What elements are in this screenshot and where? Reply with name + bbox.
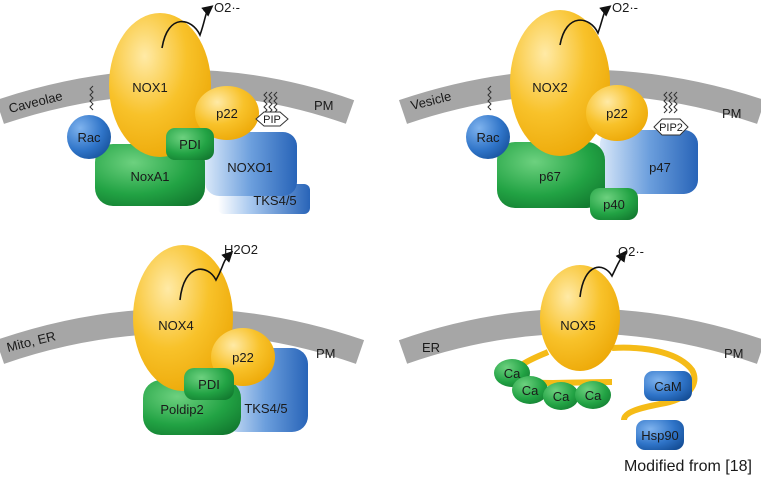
pdi-shape (184, 368, 234, 400)
ca-shape (543, 382, 579, 410)
ca-shape (575, 381, 611, 409)
lipid-anchor (89, 85, 94, 111)
product-label: O2·- (612, 0, 638, 15)
noxo1-shape (205, 132, 297, 196)
product-label: O2·- (618, 244, 644, 259)
ca-label: Ca (504, 366, 521, 381)
lipid-anchor (673, 91, 678, 114)
lipid-anchor (268, 91, 273, 114)
panel-nox4: Mito, ER PM TKS4/5 Poldip2 NOX4 p22 PDI … (0, 242, 365, 435)
membrane-label-right: PM (316, 346, 336, 361)
lipid-anchor (663, 91, 668, 114)
cam-label: CaM (654, 379, 681, 394)
p47-shape (600, 130, 698, 194)
nox5-label: NOX5 (560, 318, 595, 333)
nox2-enzyme-shape (510, 10, 610, 156)
product-label: O2·- (214, 0, 240, 15)
p40-shape (590, 188, 638, 220)
noxo1-label: NOXO1 (227, 160, 273, 175)
pip2-label: PIP2 (659, 122, 683, 134)
nox1-label: NOX1 (132, 80, 167, 95)
pdi-label: PDI (179, 137, 201, 152)
ca-label: Ca (522, 383, 539, 398)
rac-shape (466, 115, 510, 159)
hsp90-label: Hsp90 (641, 428, 679, 443)
membrane-label-right: PM (724, 346, 744, 361)
credit-text: Modified from [18] (624, 458, 752, 475)
p22-shape (195, 86, 259, 140)
rac-label: Rac (476, 130, 500, 145)
nox5-enzyme-shape (540, 265, 620, 371)
panel-nox1: Caveolae PM NoxA1 TKS4/5 NOXO1 NOX1 p22 … (0, 0, 355, 214)
nox4-enzyme-shape (133, 245, 233, 391)
hsp90-shape (636, 420, 684, 450)
p22-shape (586, 85, 648, 141)
membrane-label-left: ER (422, 340, 440, 355)
ca-shape (512, 376, 548, 404)
membrane-label-right: PM (314, 98, 334, 113)
product-arrow (559, 5, 612, 46)
p67-shape (497, 142, 605, 208)
membrane-label-right: PM (722, 106, 742, 121)
poldip2-label: Poldip2 (160, 402, 203, 417)
product-arrow (161, 5, 214, 49)
p22-label: p22 (232, 350, 254, 365)
nox5-c-tail (611, 344, 698, 421)
lipid-anchor (263, 91, 268, 114)
lipid-anchor (487, 85, 492, 111)
pip2-hexagon (653, 118, 689, 136)
pip-hexagon (255, 111, 289, 127)
cam-shape (644, 371, 692, 401)
product-arrow (179, 250, 234, 301)
ca-label: Ca (585, 388, 602, 403)
rac-label: Rac (77, 130, 101, 145)
p22-label: p22 (606, 106, 628, 121)
tks-label: TKS4/5 (244, 401, 287, 416)
p47-label: p47 (649, 160, 671, 175)
pdi-shape (166, 128, 214, 160)
nox4-label: NOX4 (158, 318, 193, 333)
panel-nox2: Vesicle PM p47 p67 p40 NOX2 p22 Rac PIP2… (398, 0, 761, 220)
pip-label: PIP (263, 114, 281, 126)
product-arrow (579, 250, 627, 298)
nox1-enzyme-shape (109, 13, 211, 157)
noxa1-label: NoxA1 (130, 169, 169, 184)
lipid-anchor (668, 91, 673, 114)
p22-label: p22 (216, 106, 238, 121)
nox2-label: NOX2 (532, 80, 567, 95)
tks-label: TKS4/5 (253, 193, 296, 208)
pdi-label: PDI (198, 377, 220, 392)
p40-label: p40 (603, 197, 625, 212)
product-label: H2O2 (224, 242, 258, 257)
p67-label: p67 (539, 169, 561, 184)
panel-nox5: ER PM NOX5 Ca Ca Ca Ca CaM Hsp90 O2·- (398, 244, 761, 450)
ca-label: Ca (553, 389, 570, 404)
lipid-anchor (273, 91, 278, 114)
rac-shape (67, 115, 111, 159)
